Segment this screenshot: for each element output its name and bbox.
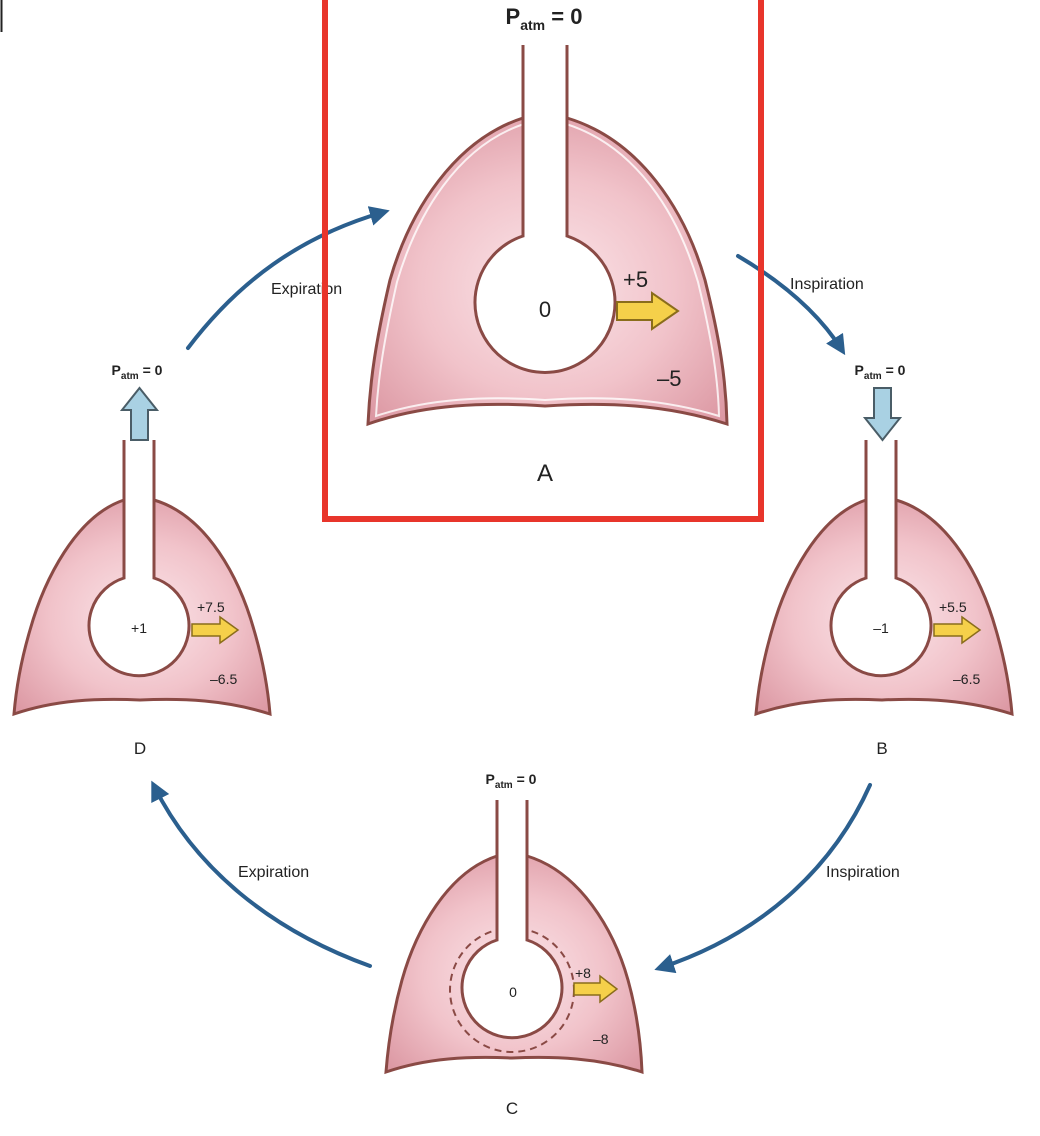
- airway-c-top-cover: [499, 794, 525, 802]
- panel-label-d: D: [134, 739, 146, 758]
- panel-a: Patm = 0 0 +5 –5 A: [366, 4, 729, 487]
- airflow-arrow-d: [119, 386, 160, 441]
- atm-label-c: Patm = 0: [486, 771, 537, 791]
- pressure-arrow-d: [191, 615, 240, 645]
- panel-label-b: B: [876, 739, 887, 758]
- atm-label-b: Patm = 0: [855, 362, 906, 382]
- panel-label-c: C: [506, 1099, 518, 1118]
- airway-b: [829, 440, 933, 678]
- intrapleural-pressure-c: –8: [593, 1031, 609, 1047]
- alveolar-pressure-c: 0: [509, 984, 517, 1000]
- cycle-arrows: [151, 206, 872, 974]
- alveolar-pressure-d: +1: [131, 620, 147, 636]
- airway-c: [460, 800, 564, 1040]
- transmural-pressure-b: +5.5: [939, 599, 967, 615]
- pressure-arrow-a: [616, 291, 680, 331]
- intrapleural-pressure-a: –5: [657, 366, 681, 391]
- intrapleural-pressure-d: –6.5: [210, 671, 237, 687]
- intrapleural-pressure-b: –6.5: [953, 671, 980, 687]
- cycle-label-d-to-a: Expiration: [271, 281, 342, 298]
- panel-c: Patm = 0 0 +8 –8 C: [384, 771, 644, 1118]
- transmural-pressure-a: +5: [623, 267, 648, 292]
- cycle-arrow-c-to-d: [151, 780, 372, 968]
- transmural-pressure-c: +8: [575, 965, 591, 981]
- lung-a-inner-edge: [374, 123, 721, 418]
- transmural-pressure-d: +7.5: [197, 599, 225, 615]
- panel-d: Patm = 0 +1 +7.5 –6.5 D: [12, 362, 272, 758]
- atm-label-a: Patm = 0: [506, 4, 583, 33]
- cycle-arrow-d-to-a: [186, 206, 390, 350]
- panel-label-a: A: [537, 460, 553, 487]
- pressure-arrow-c: [573, 974, 619, 1004]
- cycle-arrow-a-to-b: [736, 254, 846, 356]
- cycle-label-c-to-d: Expiration: [238, 864, 309, 881]
- panel-b: Patm = 0 –1 +5.5 –6.5 B: [754, 362, 1014, 758]
- airflow-arrow-b: [862, 387, 903, 442]
- atm-label-d: Patm = 0: [112, 362, 163, 382]
- cycle-label-b-to-c: Inspiration: [826, 864, 900, 881]
- pressure-arrow-b: [933, 615, 982, 645]
- airway-a: [473, 45, 617, 374]
- alveolar-pressure-b: –1: [873, 620, 889, 636]
- alveolar-pressure-a: 0: [539, 297, 551, 322]
- cycle-arrow-b-to-c: [654, 783, 872, 974]
- airway-d: [87, 440, 191, 678]
- highlight-box: [322, 0, 764, 522]
- cycle-label-a-to-b: Inspiration: [790, 276, 864, 293]
- airway-a-top-cover: [525, 38, 565, 48]
